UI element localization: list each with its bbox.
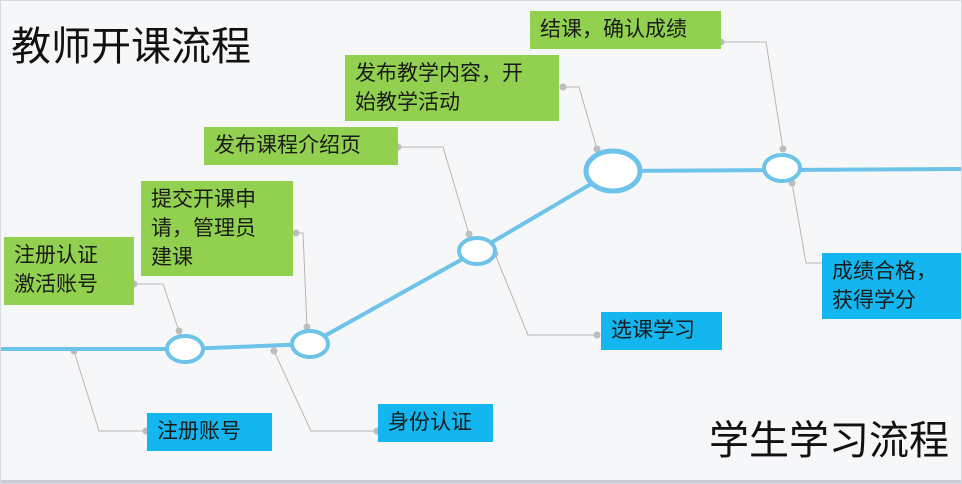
teacher-step-apply: 提交开课申 请，管理员 建课 bbox=[141, 181, 293, 276]
connector-dot bbox=[593, 145, 601, 153]
teacher-step-intro-page-label: 发布课程介绍页 bbox=[214, 133, 361, 157]
connector-dot bbox=[175, 327, 183, 335]
progress-track bbox=[1, 167, 961, 351]
connector-teacher-2 bbox=[296, 232, 308, 328]
track-node-1 bbox=[165, 334, 205, 364]
teacher-flow-title: 教师开课流程 bbox=[11, 24, 251, 70]
teacher-step-apply-label: 提交开课申 请，管理员 建课 bbox=[151, 187, 256, 269]
connector-student-2 bbox=[273, 350, 377, 432]
student-step-select-course-label: 选课学习 bbox=[611, 318, 695, 342]
teacher-step-close-course: 结课，确认成绩 bbox=[530, 11, 721, 49]
teacher-step-register-label: 注册认证 激活账号 bbox=[14, 243, 98, 296]
student-step-verify: 身份认证 bbox=[378, 404, 493, 442]
connector-dot bbox=[270, 347, 278, 355]
student-flow-title: 学生学习流程 bbox=[709, 418, 949, 464]
track-node-3 bbox=[457, 236, 497, 266]
connector-teacher-5 bbox=[721, 41, 784, 150]
connector-dot bbox=[779, 145, 787, 153]
connector-teacher-4 bbox=[563, 86, 598, 150]
student-step-verify-label: 身份认证 bbox=[388, 410, 472, 434]
teacher-step-intro-page: 发布课程介绍页 bbox=[204, 127, 398, 165]
teacher-step-publish-content-label: 发布教学内容，开 始教学活动 bbox=[355, 61, 523, 114]
track-node-2 bbox=[290, 329, 330, 359]
teacher-step-close-course-label: 结课，确认成绩 bbox=[540, 17, 687, 41]
connectors bbox=[73, 41, 835, 432]
connector-student-3 bbox=[494, 253, 597, 336]
connector-student-4 bbox=[791, 182, 835, 264]
connector-dot bbox=[465, 230, 473, 238]
track-node-4 bbox=[583, 148, 643, 194]
student-step-register: 注册账号 bbox=[147, 413, 272, 451]
teacher-step-publish-content: 发布教学内容，开 始教学活动 bbox=[345, 55, 559, 121]
teacher-step-register: 注册认证 激活账号 bbox=[4, 237, 134, 305]
connector-dot bbox=[292, 229, 300, 237]
connector-dot bbox=[593, 331, 601, 339]
connector-student-1 bbox=[73, 350, 146, 432]
student-step-register-label: 注册账号 bbox=[157, 419, 241, 443]
connector-dot bbox=[303, 323, 311, 331]
student-step-pass: 成绩合格， 获得学分 bbox=[822, 253, 961, 319]
connector-teacher-1 bbox=[134, 283, 180, 332]
connector-dot bbox=[559, 83, 567, 91]
student-step-pass-label: 成绩合格， 获得学分 bbox=[832, 259, 937, 312]
track-node-5 bbox=[762, 153, 802, 183]
student-step-select-course: 选课学习 bbox=[601, 312, 722, 350]
connector-teacher-3 bbox=[398, 146, 470, 235]
